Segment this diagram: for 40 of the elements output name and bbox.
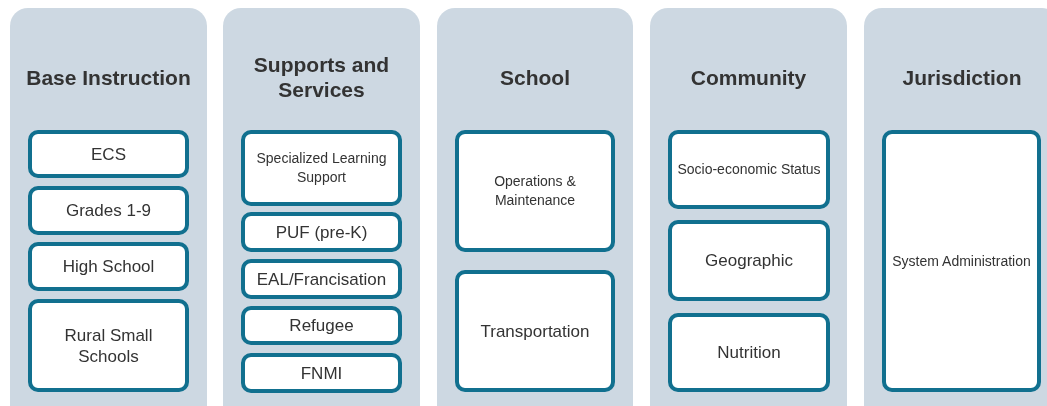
category-panel [650,8,847,406]
item-label: Specialized Learning Support [255,149,388,187]
item-label: Grades 1-9 [65,200,151,221]
item-box [668,313,830,392]
category-panel [10,8,207,406]
category-panel [864,8,1047,406]
item-label: PUF (pre-K) [275,221,368,243]
item-box [28,242,189,291]
item-label: EAL/Francisation [256,268,387,290]
item-label: System Administration [892,251,1031,271]
item-label: Nutrition [717,342,781,363]
item-label: Socio-economic Status [677,160,821,179]
item-box [28,186,189,235]
item-box [455,270,615,392]
item-label: Rural Small Schools [63,324,154,367]
category-panel [223,8,420,406]
item-box [668,130,830,209]
item-label: Refugee [289,315,354,336]
item-box [28,299,189,392]
item-label: Geographic [705,250,793,271]
item-box [241,212,402,252]
item-box [241,259,402,299]
item-label: ECS [91,143,126,165]
item-box [28,130,189,178]
category-panel [437,8,633,406]
column-heading: Community [690,64,807,90]
item-box [668,220,830,301]
item-box [455,130,615,252]
item-box [241,353,402,393]
column-heading: Jurisdiction [902,64,1022,90]
column-heading: Supports and Services [252,52,391,102]
item-label: Transportation [480,320,590,342]
item-box [241,130,402,206]
column-heading: Base Instruction [26,64,191,90]
item-label: Operations & Maintenance [493,172,577,210]
column-heading: School [500,64,570,90]
item-box [882,130,1041,392]
item-box [241,306,402,345]
item-label: FNMI [300,362,343,384]
item-label: High School [62,256,155,277]
